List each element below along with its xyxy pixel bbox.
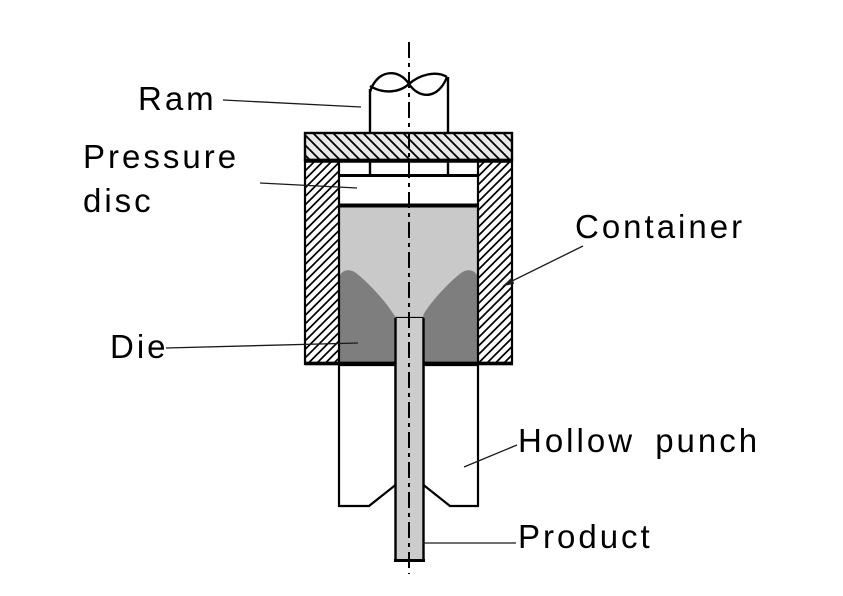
hollow-punch-left (337, 363, 397, 508)
leader-lines (165, 99, 584, 544)
container-wall-right (476, 158, 514, 366)
die-left-half (339, 270, 396, 363)
container-wall-left (303, 158, 341, 366)
container-leader (507, 245, 584, 284)
hollow-punch-right (422, 363, 480, 508)
wall-right-hatch (476, 158, 514, 366)
label-die: Die (110, 328, 169, 365)
hollow-punch-leader (463, 444, 518, 468)
label-pressure-disc-line1: Pressure (83, 138, 239, 175)
label-product: Product (518, 518, 653, 555)
die-right-half (423, 270, 478, 363)
label-pressure-disc-line2: disc (83, 182, 154, 219)
die-leader (165, 342, 359, 349)
ram-leader (222, 99, 362, 108)
container-leader-arrowhead (502, 277, 515, 287)
wall-left-hatch (303, 158, 341, 366)
label-hollow-punch: Hollow punch (518, 422, 760, 459)
label-container: Container (575, 208, 745, 245)
label-ram: Ram (138, 80, 217, 117)
pressure-disc-leader (259, 182, 358, 189)
